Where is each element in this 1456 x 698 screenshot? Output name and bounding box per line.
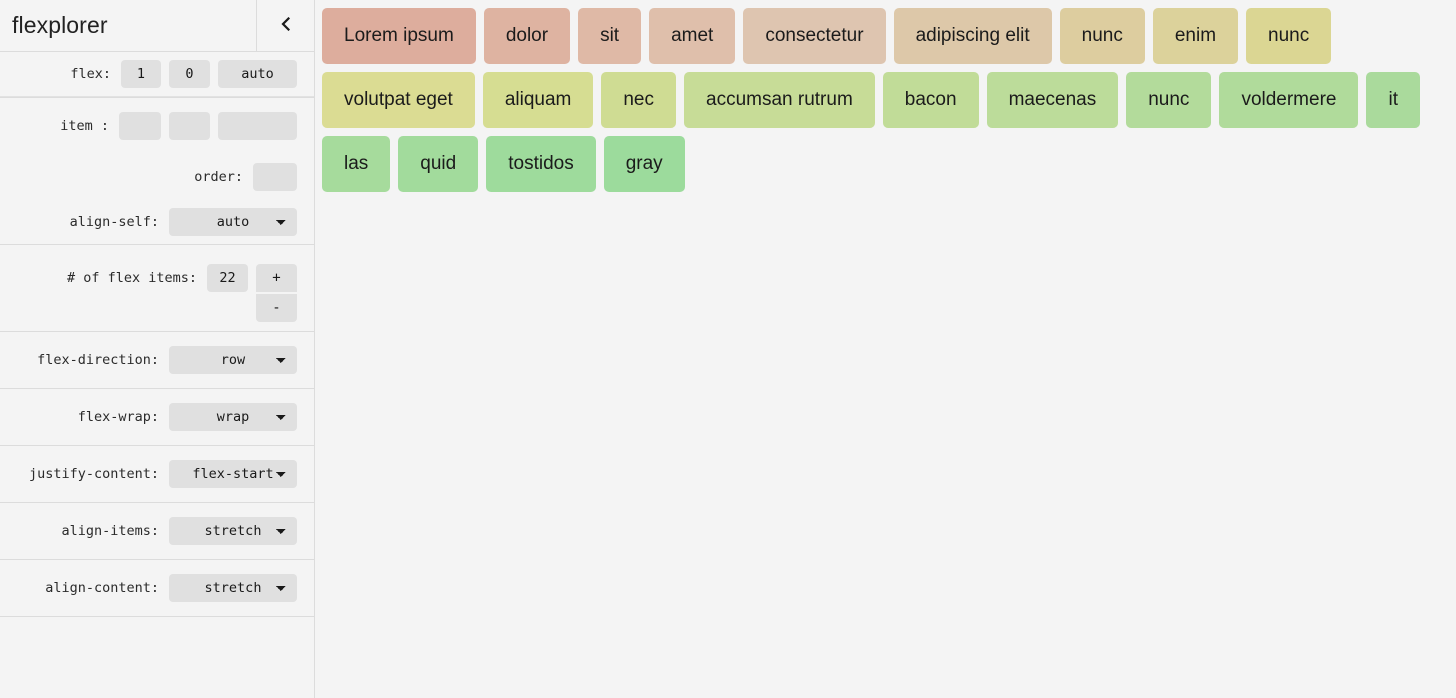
flex-direction-select[interactable]: row [169, 346, 297, 374]
control-row-flex-wrap: flex-wrap: wrap [0, 389, 314, 445]
label-flex-item-count: # of flex items: [66, 270, 197, 286]
page-title: flexplorer [12, 12, 108, 38]
flex-item[interactable]: dolor [483, 8, 571, 64]
flex-item[interactable]: maecenas [986, 72, 1119, 128]
align-items-select[interactable]: stretch [169, 517, 297, 545]
sidebar: flexplorer flex: item : [0, 0, 315, 698]
control-group-justify-content: justify-content: flex-start [0, 446, 314, 503]
control-row-item-count: # of flex items: + - [0, 245, 314, 331]
flex-wrap-select[interactable]: wrap [169, 403, 297, 431]
control-row-order: order: [0, 154, 314, 199]
flex-shrink-input[interactable] [169, 60, 210, 88]
flex-item-count-stepper: + - [256, 264, 297, 322]
sidebar-header: flexplorer [0, 0, 314, 52]
label-item: item : [60, 118, 109, 134]
control-row-align-content: align-content: stretch [0, 560, 314, 616]
control-row-flex-direction: flex-direction: row [0, 332, 314, 388]
sidebar-collapse-button[interactable] [256, 0, 314, 52]
label-flex: flex: [70, 66, 111, 82]
label-align-content: align-content: [45, 580, 159, 596]
control-row-justify-content: justify-content: flex-start [0, 446, 314, 502]
flex-item[interactable]: Lorem ipsum [322, 8, 476, 64]
flex-item[interactable]: quid [398, 136, 479, 192]
label-justify-content: justify-content: [28, 466, 159, 482]
control-row-item: item : [0, 98, 314, 154]
label-align-items: align-items: [61, 523, 159, 539]
order-input[interactable] [253, 162, 297, 191]
align-content-select[interactable]: stretch [169, 574, 297, 602]
control-group-align-content: align-content: stretch [0, 560, 314, 617]
flex-item[interactable]: nunc [1246, 8, 1332, 64]
flex-item[interactable]: volutpat eget [322, 72, 475, 128]
flex-item[interactable]: nunc [1059, 8, 1145, 64]
control-group-flex-wrap: flex-wrap: wrap [0, 389, 314, 446]
decrement-button[interactable]: - [256, 294, 297, 322]
flex-item[interactable]: accumsan rutrum [684, 72, 875, 128]
increment-button[interactable]: + [256, 264, 297, 292]
label-flex-wrap: flex-wrap: [77, 409, 159, 425]
flex-item-count-input[interactable] [207, 264, 248, 292]
flex-item[interactable]: it [1366, 72, 1420, 128]
flex-item[interactable]: nec [601, 72, 676, 128]
justify-content-select[interactable]: flex-start [169, 460, 297, 488]
flex-basis-input[interactable] [218, 60, 297, 88]
flex-item[interactable]: amet [649, 8, 736, 64]
flex-item[interactable]: gray [603, 136, 685, 192]
item-basis-input[interactable] [218, 112, 297, 140]
align-self-select[interactable]: auto [169, 207, 297, 236]
label-order: order: [194, 168, 243, 185]
label-flex-direction: flex-direction: [37, 352, 159, 368]
item-grow-input[interactable] [119, 112, 161, 140]
item-shrink-input[interactable] [169, 112, 210, 140]
flex-item[interactable]: bacon [882, 72, 979, 128]
chevron-left-icon [281, 16, 291, 35]
flex-item[interactable]: nunc [1126, 72, 1212, 128]
flex-item[interactable]: enim [1152, 8, 1239, 64]
flex-grow-input[interactable] [121, 60, 161, 88]
flex-item[interactable]: adipiscing elit [893, 8, 1052, 64]
control-group-item-count: # of flex items: + - [0, 245, 314, 332]
flex-item[interactable]: sit [578, 8, 642, 64]
control-group-flex-direction: flex-direction: row [0, 332, 314, 389]
label-align-self: align-self: [69, 213, 159, 230]
flex-item[interactable]: las [322, 136, 391, 192]
flex-item[interactable]: tostidos [486, 136, 596, 192]
flex-item[interactable]: voldermere [1219, 72, 1359, 128]
flex-item[interactable]: aliquam [482, 72, 594, 128]
control-row-align-items: align-items: stretch [0, 503, 314, 559]
control-row-align-self: align-self: auto [0, 199, 314, 244]
flex-item[interactable]: consectetur [743, 8, 886, 64]
control-group-align-items: align-items: stretch [0, 503, 314, 560]
control-group-flex: flex: [0, 52, 314, 98]
control-group-item: item : order: align-self: auto [0, 98, 314, 245]
control-row-flex: flex: [0, 52, 314, 97]
